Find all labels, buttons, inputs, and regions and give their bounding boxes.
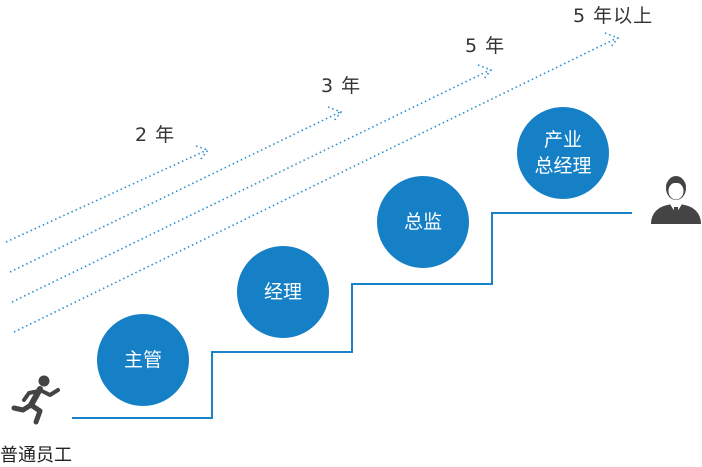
position-label-line-2: 总经理 xyxy=(534,155,592,177)
businessman-icon xyxy=(651,176,701,224)
position-node-director: 总监 xyxy=(377,176,469,268)
dotted-arrow-2-years xyxy=(5,145,210,243)
position-label: 经理 xyxy=(263,281,302,303)
position-node-manager: 经理 xyxy=(237,246,329,338)
running-person-icon xyxy=(11,375,60,425)
year-label-3: 3 年 xyxy=(321,75,362,97)
year-label-2: 2 年 xyxy=(135,124,176,146)
staircase-line xyxy=(72,212,632,419)
dotted-arrow-3-years xyxy=(9,106,343,273)
year-label-5: 5 年 xyxy=(465,35,506,57)
position-label-line-1: 产业 xyxy=(543,129,582,151)
dotted-arrow-5-plus-years xyxy=(13,32,620,333)
position-node-general-manager: 产业 总经理 xyxy=(517,107,609,199)
position-node-supervisor: 主管 xyxy=(97,314,189,406)
start-label-employee: 普通员工 xyxy=(0,445,72,466)
year-label-5-plus: 5 年以上 xyxy=(573,5,654,27)
dotted-arrow-5-years xyxy=(11,64,493,303)
position-label: 总监 xyxy=(403,211,442,233)
position-label: 主管 xyxy=(123,349,162,371)
